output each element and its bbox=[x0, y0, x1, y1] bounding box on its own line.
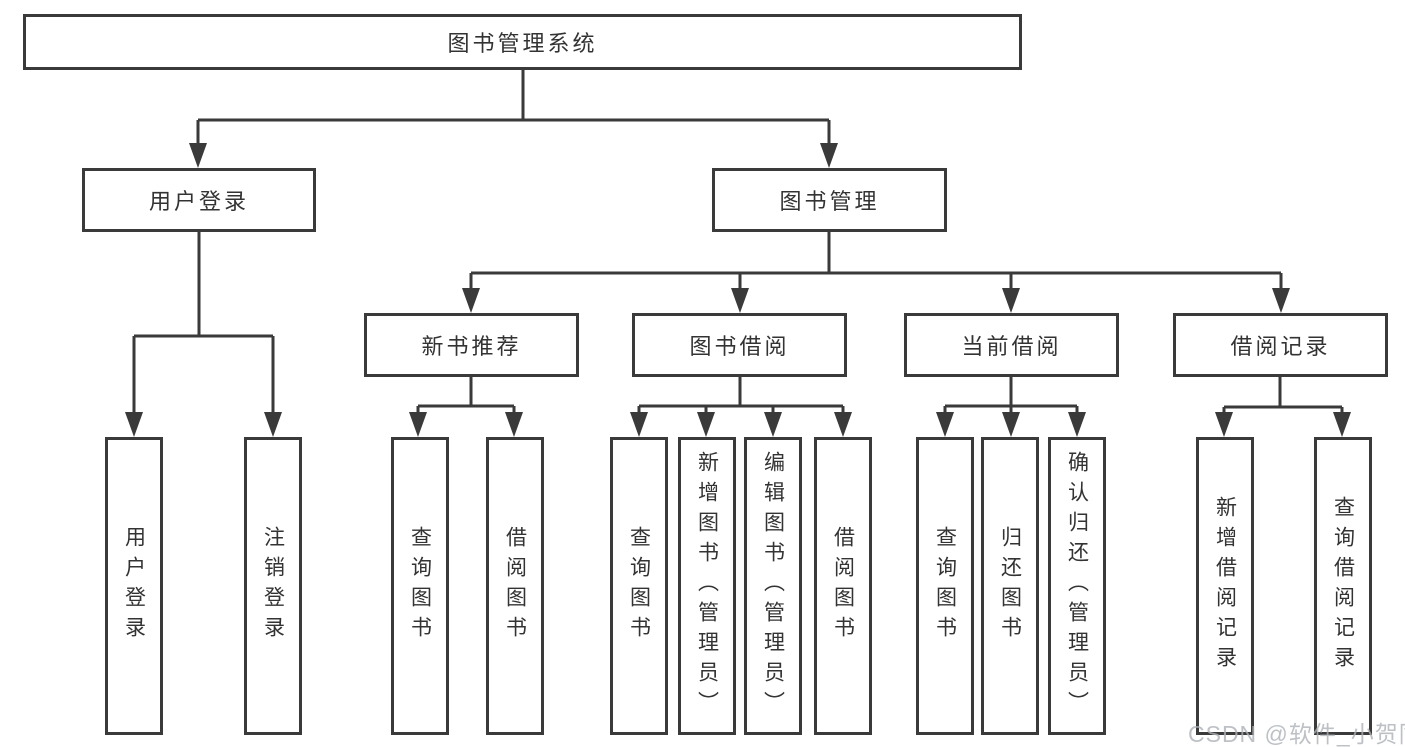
node-label: 新增图书（管理员） bbox=[695, 451, 719, 721]
node-label: 图书管理系统 bbox=[447, 31, 598, 56]
node-label: 图书借阅 bbox=[689, 334, 790, 359]
node-label: 借阅图书 bbox=[831, 526, 855, 646]
leaf-query-borrow-record: 查询借阅记录 bbox=[1314, 437, 1372, 735]
leaf-user-login: 用户登录 bbox=[105, 437, 163, 735]
node-label: 用户登录 bbox=[148, 189, 249, 214]
leaf-borrow-books-1: 借阅图书 bbox=[486, 437, 544, 735]
leaf-return-book: 归还图书 bbox=[981, 437, 1039, 735]
node-label: 注销登录 bbox=[261, 526, 285, 646]
node-label: 编辑图书（管理员） bbox=[761, 451, 785, 721]
node-label: 图书管理 bbox=[779, 189, 880, 214]
node-label: 借阅记录 bbox=[1230, 334, 1331, 359]
leaf-edit-book-admin: 编辑图书（管理员） bbox=[744, 437, 802, 735]
leaf-add-book-admin: 新增图书（管理员） bbox=[678, 437, 736, 735]
leaf-confirm-return-admin: 确认归还（管理员） bbox=[1048, 437, 1106, 735]
leaf-query-books-3: 查询图书 bbox=[916, 437, 974, 735]
node-current-borrowing: 当前借阅 bbox=[904, 313, 1119, 377]
node-borrowing-records: 借阅记录 bbox=[1173, 313, 1388, 377]
node-label: 确认归还（管理员） bbox=[1065, 451, 1089, 721]
node-label: 查询图书 bbox=[627, 526, 651, 646]
leaf-query-books-2: 查询图书 bbox=[610, 437, 668, 735]
leaf-logout: 注销登录 bbox=[244, 437, 302, 735]
node-user-login: 用户登录 bbox=[82, 168, 316, 232]
node-label: 借阅图书 bbox=[503, 526, 527, 646]
node-label: 新增借阅记录 bbox=[1213, 496, 1237, 676]
node-label: 新书推荐 bbox=[421, 334, 522, 359]
node-label: 查询图书 bbox=[933, 526, 957, 646]
csdn-watermark: CSDN @软件_小贺同学 bbox=[1188, 721, 1405, 747]
node-new-book-recommend: 新书推荐 bbox=[364, 313, 579, 377]
node-label: 用户登录 bbox=[122, 526, 146, 646]
leaf-add-borrow-record: 新增借阅记录 bbox=[1196, 437, 1254, 735]
leaf-borrow-books-2: 借阅图书 bbox=[814, 437, 872, 735]
node-book-borrowing: 图书借阅 bbox=[632, 313, 847, 377]
node-label: 查询图书 bbox=[408, 526, 432, 646]
node-label: 归还图书 bbox=[998, 526, 1022, 646]
node-root-system: 图书管理系统 bbox=[23, 14, 1022, 70]
leaf-query-books-1: 查询图书 bbox=[391, 437, 449, 735]
node-label: 查询借阅记录 bbox=[1331, 496, 1355, 676]
node-book-management: 图书管理 bbox=[712, 168, 947, 232]
node-label: 当前借阅 bbox=[961, 334, 1062, 359]
